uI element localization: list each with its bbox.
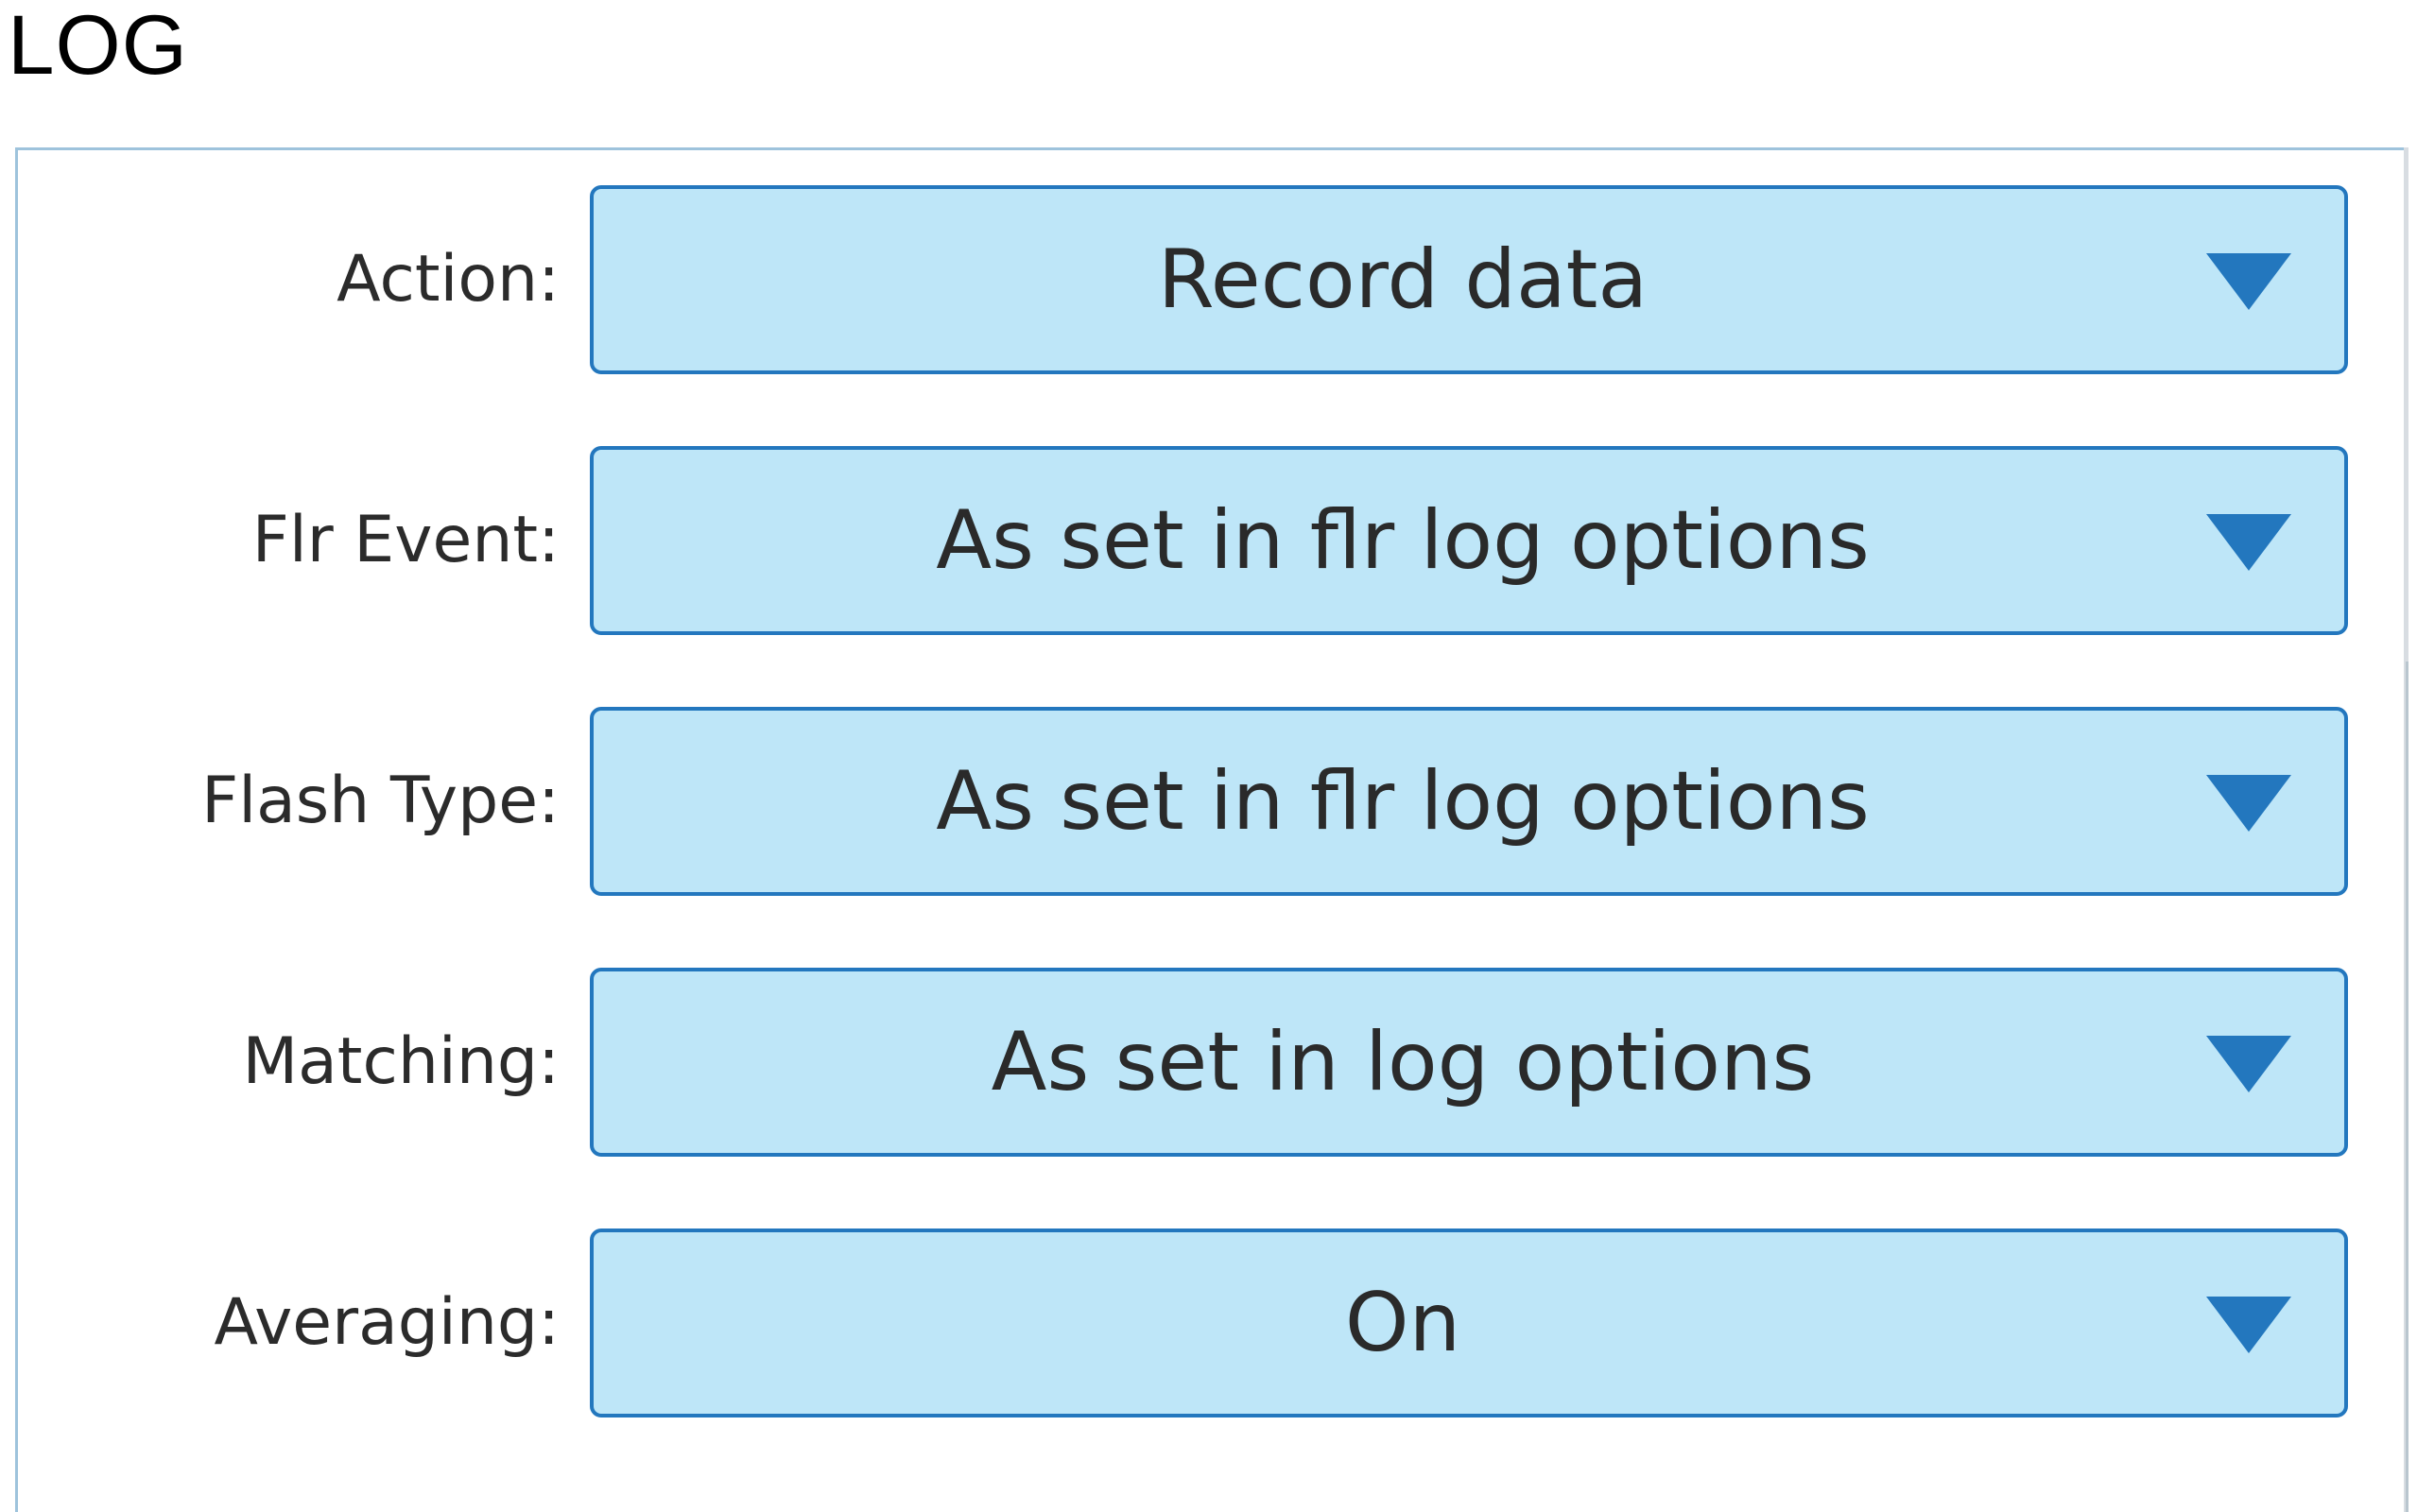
triangle-down-icon	[2206, 1297, 2291, 1353]
averaging-label: Averaging:	[214, 1285, 560, 1360]
flash-type-label: Flash Type:	[201, 764, 560, 838]
flr-event-dropdown[interactable]: As set in flr log options	[590, 446, 2348, 635]
flr-event-label: Flr Event:	[251, 503, 560, 577]
matching-dropdown-value: As set in log options	[991, 1015, 1815, 1109]
matching-row: Matching: As set in log options	[0, 968, 2417, 1157]
triangle-down-icon	[2206, 1036, 2291, 1092]
flr-event-row: Flr Event: As set in flr log options	[0, 446, 2417, 635]
triangle-down-icon	[2206, 253, 2291, 310]
averaging-dropdown-value: On	[1344, 1276, 1461, 1370]
page-title: LOG	[8, 0, 188, 92]
matching-dropdown[interactable]: As set in log options	[590, 968, 2348, 1157]
averaging-row: Averaging: On	[0, 1228, 2417, 1418]
action-dropdown[interactable]: Record data	[590, 185, 2348, 374]
flash-type-row: Flash Type: As set in flr log options	[0, 707, 2417, 896]
action-label: Action:	[337, 242, 560, 317]
flash-type-dropdown[interactable]: As set in flr log options	[590, 707, 2348, 896]
action-row: Action: Record data	[0, 185, 2417, 374]
flash-type-dropdown-value: As set in flr log options	[936, 754, 1870, 849]
action-dropdown-value: Record data	[1157, 232, 1649, 327]
flr-event-dropdown-value: As set in flr log options	[936, 493, 1870, 588]
matching-label: Matching:	[242, 1024, 560, 1099]
panel-scrollbar-thumb[interactable]	[2406, 662, 2408, 1512]
triangle-down-icon	[2206, 775, 2291, 832]
triangle-down-icon	[2206, 514, 2291, 571]
averaging-dropdown[interactable]: On	[590, 1228, 2348, 1418]
